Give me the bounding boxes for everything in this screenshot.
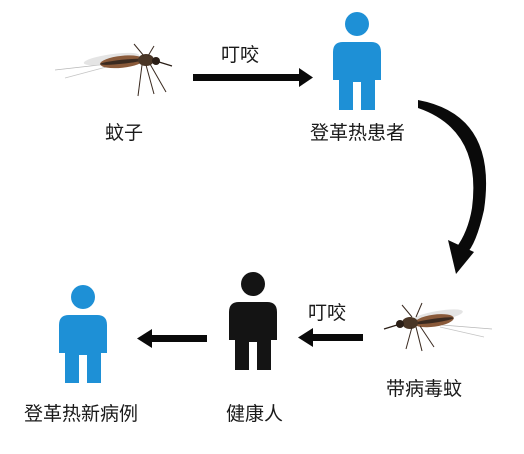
bite-arrow-top xyxy=(193,68,313,87)
new-case-person-icon xyxy=(59,285,107,383)
mosquito-icon xyxy=(54,43,173,97)
label-bite-bottom: 叮咬 xyxy=(308,302,347,324)
bite-arrow-bottom xyxy=(298,328,363,347)
arrow-to-new-case xyxy=(137,329,207,348)
mosquito-icon xyxy=(383,302,493,352)
label-bite-top: 叮咬 xyxy=(221,44,260,66)
curved-arrow xyxy=(418,100,487,274)
label-healthy-person: 健康人 xyxy=(226,403,284,425)
label-new-case: 登革热新病例 xyxy=(24,403,139,425)
healthy-person-icon xyxy=(229,272,277,370)
label-mosquito: 蚊子 xyxy=(105,122,144,144)
label-patient: 登革热患者 xyxy=(310,122,406,144)
patient-person-icon xyxy=(333,12,381,110)
label-infected-mosquito: 带病毒蚊 xyxy=(386,378,463,400)
